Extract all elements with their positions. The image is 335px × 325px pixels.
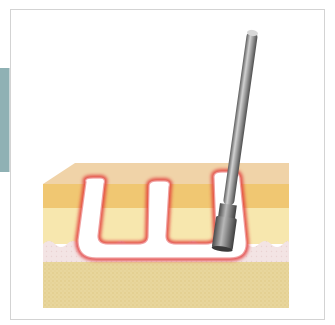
probe-tip [212,216,237,251]
subcutaneous-layer [43,262,289,308]
